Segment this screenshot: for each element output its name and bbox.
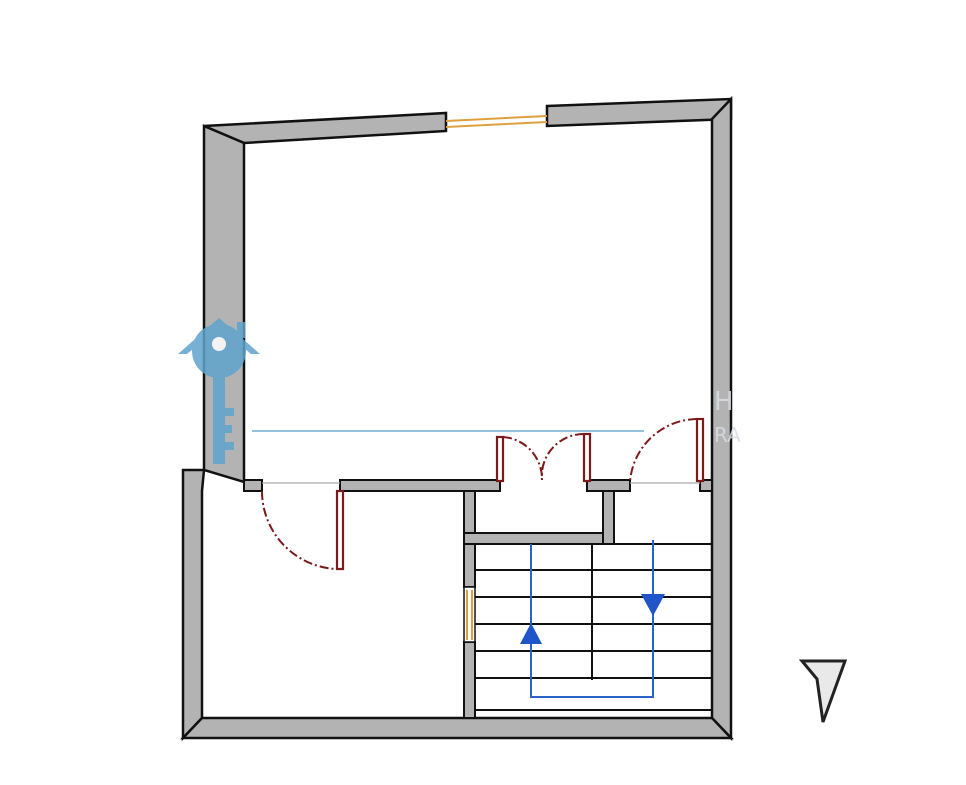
- stair-steps: [475, 543, 712, 711]
- exterior-walls: [180, 95, 734, 742]
- stair-up-arrow: [520, 623, 542, 644]
- double-door-landing: [495, 432, 592, 483]
- doors: [261, 417, 705, 571]
- stair-divider-lower: [463, 641, 476, 719]
- door-right: [629, 417, 705, 483]
- left-wall-lower: [181, 468, 206, 742]
- top-window: [445, 115, 548, 128]
- stair-down-arrow: [641, 594, 665, 616]
- watermark-text: H: [714, 387, 734, 417]
- staircase: [475, 540, 712, 711]
- interior-walls: [243, 479, 713, 719]
- top-wall-left: [203, 111, 448, 145]
- right-wall: [710, 95, 733, 742]
- bottom-wall: [180, 716, 734, 740]
- watermark-subtext: RA: [714, 423, 741, 447]
- partition-left-stub: [243, 479, 263, 492]
- stair-path: [530, 540, 654, 698]
- watermark: H RA: [178, 318, 741, 464]
- partition-right-stub: [586, 479, 631, 492]
- partition-far-right: [699, 479, 713, 492]
- door-lower-room: [261, 489, 345, 571]
- landing-right-wall: [602, 490, 615, 545]
- landing-bottom-wall: [463, 532, 615, 545]
- north-arrow-icon: [798, 659, 848, 723]
- house-key-icon: [178, 318, 260, 464]
- side-window: [463, 586, 476, 643]
- partition-mid: [339, 479, 501, 492]
- top-wall-right: [545, 97, 733, 128]
